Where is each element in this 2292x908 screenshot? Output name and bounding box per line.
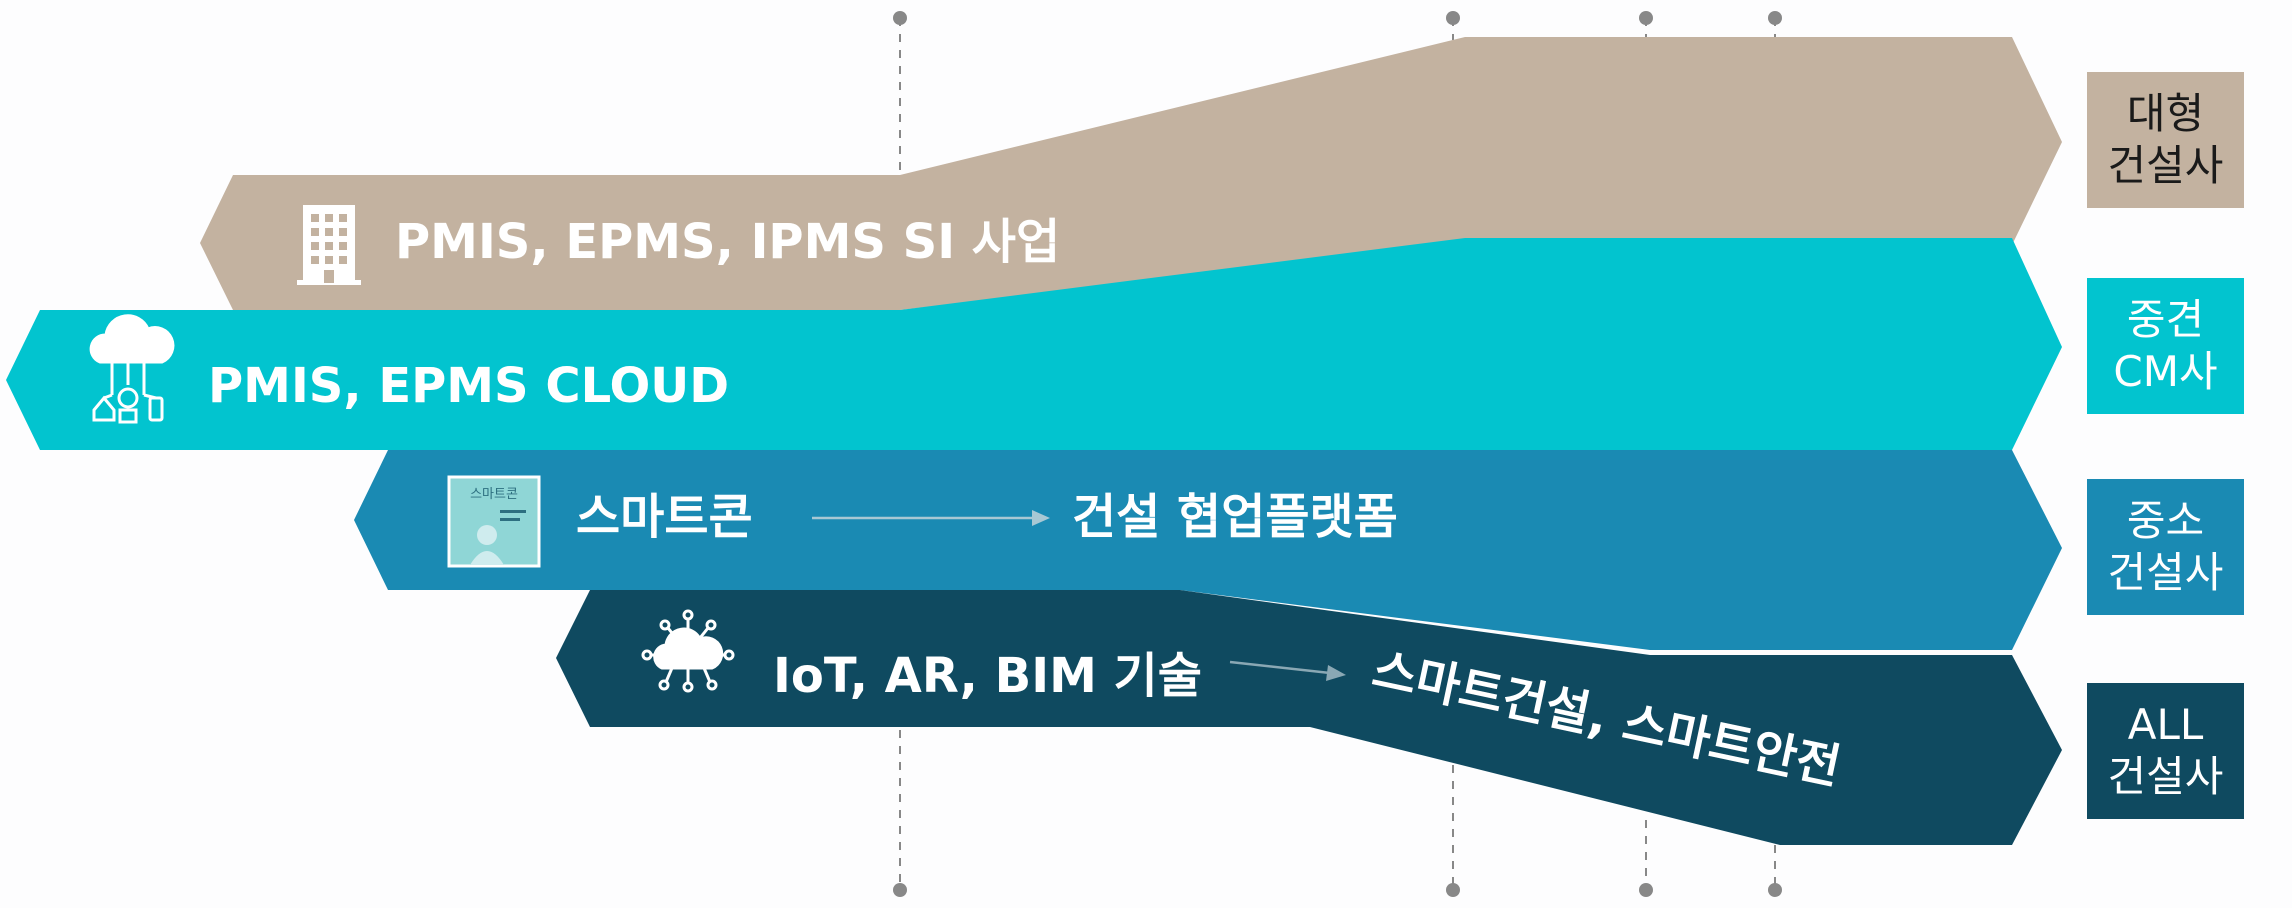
band-small <box>354 450 2062 650</box>
segment-label-line2: 건설사 <box>2107 752 2224 801</box>
building-icon <box>297 205 361 285</box>
band-small-from: 스마트콘 <box>576 489 753 545</box>
cloud-circuit-icon <box>641 609 735 693</box>
cloud-network-icon <box>89 314 175 424</box>
band-large-text: PMIS, EPMS, IPMS SI 사업 <box>395 214 1060 270</box>
segment-label-line1: ALL <box>2127 700 2204 749</box>
band-all-from: IoT, AR, BIM 기술 <box>773 648 1202 704</box>
timeline-guides <box>893 11 1782 180</box>
segment-label-line1: 중견 <box>2126 295 2205 344</box>
band-small-to: 건설 협업플랫폼 <box>1072 489 1398 545</box>
segment-label-mid: 중견 CM사 <box>2087 278 2244 414</box>
segment-label-all: ALL 건설사 <box>2087 683 2244 819</box>
arrow-right-icon <box>1229 660 1346 681</box>
segment-label-line1: 대형 <box>2126 89 2205 138</box>
timeline-guides-bottom <box>893 730 1782 897</box>
arrow-right-icon <box>812 510 1050 526</box>
thumbnail-title: 스마트콘 <box>470 487 518 502</box>
band-all <box>556 590 2062 845</box>
segment-label-small: 중소 건설사 <box>2087 479 2244 615</box>
smartcon-thumbnail: 스마트콘 <box>447 475 541 568</box>
segment-label-line2: 건설사 <box>2107 548 2224 597</box>
segment-label-line2: 건설사 <box>2107 141 2224 190</box>
segment-label-line1: 중소 <box>2126 496 2205 545</box>
segment-label-large: 대형 건설사 <box>2087 72 2244 208</box>
band-mid-text: PMIS, EPMS CLOUD <box>208 358 729 414</box>
segment-label-line2: CM사 <box>2113 347 2218 396</box>
band-mid <box>6 238 2062 450</box>
